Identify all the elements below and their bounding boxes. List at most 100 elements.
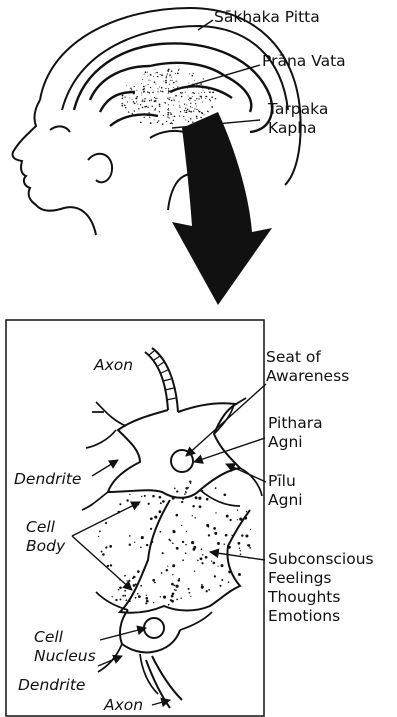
stipple-dot (154, 109, 156, 111)
stipple-dot (133, 93, 135, 95)
stipple-dot (160, 596, 161, 597)
axon-bottom-shape (146, 656, 182, 708)
stipple-dot (175, 73, 176, 74)
stipple-dot (186, 105, 187, 106)
stipple-dot (150, 517, 153, 520)
stipple-dot (160, 74, 161, 75)
stipple-dot (158, 510, 161, 513)
stipple-dot (185, 544, 187, 546)
stipple-dot (217, 542, 220, 545)
stipple-dot (150, 87, 151, 88)
pilu-agni-label: Pīlu Agni (268, 472, 303, 510)
stipple-dot (168, 90, 169, 91)
upper-dendrites (82, 398, 262, 510)
stipple-dot (201, 97, 202, 98)
stipple-dot (124, 590, 126, 592)
stipple-dot (129, 494, 130, 495)
stipple-dot (171, 71, 173, 73)
stipple-dot (206, 96, 207, 97)
stipple-dot (199, 85, 200, 86)
stipple-dot (120, 598, 122, 600)
stipple-dot (115, 599, 117, 601)
stipple-dot (198, 497, 201, 500)
stipple-dot (142, 107, 144, 109)
stipple-dot (157, 91, 158, 92)
stipple-dot (168, 108, 169, 109)
stipple-dot (122, 97, 123, 98)
stipple-dot (156, 72, 158, 74)
stipple-dot (157, 88, 158, 89)
stipple-dot (166, 76, 167, 77)
stipple-dot (157, 98, 158, 99)
stipple-dot (168, 99, 170, 101)
stipple-dot (187, 88, 188, 89)
stipple-dot (180, 597, 182, 599)
seat-line-2: Awareness (266, 367, 349, 386)
stipple-dot (132, 99, 133, 100)
stipple-dot (208, 111, 209, 112)
stipple-dot (129, 535, 131, 537)
stipple-dot (228, 546, 231, 549)
stipple-dot (148, 503, 150, 505)
stipple-dot (124, 96, 125, 97)
stipple-dot (125, 107, 127, 109)
stipple-dot (192, 107, 193, 108)
stipple-dot (188, 109, 189, 110)
stipple-dot (195, 496, 198, 499)
stipple-dot (190, 596, 191, 597)
stipple-dot (250, 529, 251, 530)
axon-top-label: Axon (94, 356, 133, 375)
stipple-dot (132, 114, 134, 116)
cell-body-line-1: Cell (26, 518, 65, 537)
stipple-dot (194, 80, 195, 81)
stipple-dot (167, 73, 168, 74)
sub-line-2: Feelings (268, 569, 374, 588)
stipple-dot (180, 111, 181, 112)
stipple-dot (111, 596, 112, 597)
stipple-dot (134, 542, 135, 543)
stipple-dot (163, 81, 164, 82)
stipple-dot (198, 98, 199, 99)
stipple-dot (180, 93, 181, 94)
stipple-dot (163, 115, 164, 116)
lower-cell-edge (120, 610, 180, 653)
stipple-dot (194, 571, 195, 572)
stipple-dot (144, 74, 145, 75)
stipple-dot (202, 554, 203, 555)
stipple-dot (142, 100, 144, 102)
stipple-dot (142, 79, 143, 80)
stipple-dot (150, 122, 152, 124)
stipple-dot (189, 73, 190, 74)
stipple-dot (204, 92, 205, 93)
stipple-dot (169, 74, 171, 76)
stipple-dot (131, 89, 132, 90)
stipple-dot (166, 121, 167, 122)
stipple-dot (144, 101, 146, 103)
stipple-dot (110, 564, 112, 566)
stipple-dot (180, 107, 181, 108)
stipple-dot (214, 532, 217, 535)
tarpaka-line-2: Kapha (268, 119, 328, 138)
stipple-dot (214, 575, 216, 577)
stipple-dot (141, 496, 142, 497)
stipple-dot (240, 553, 242, 555)
stipple-dot (237, 510, 238, 511)
stipple-dot (228, 570, 231, 573)
stipple-dot (118, 589, 120, 591)
stipple-dot (189, 592, 191, 594)
stipple-dot (140, 585, 142, 587)
stipple-dot (215, 487, 217, 489)
stipple-dot (162, 123, 164, 125)
stipple-dot (167, 109, 168, 110)
stipple-dot (171, 122, 172, 123)
stipple-dot (213, 527, 216, 530)
stipple-dot (185, 491, 186, 492)
stipple-dot (151, 99, 153, 101)
stipple-dot (124, 575, 126, 577)
stipple-dot (174, 589, 175, 590)
stipple-dot (154, 582, 156, 584)
stipple-dot (237, 519, 238, 520)
stipple-dot (212, 92, 213, 93)
stipple-dot (173, 99, 174, 100)
stipple-dot (144, 117, 145, 118)
